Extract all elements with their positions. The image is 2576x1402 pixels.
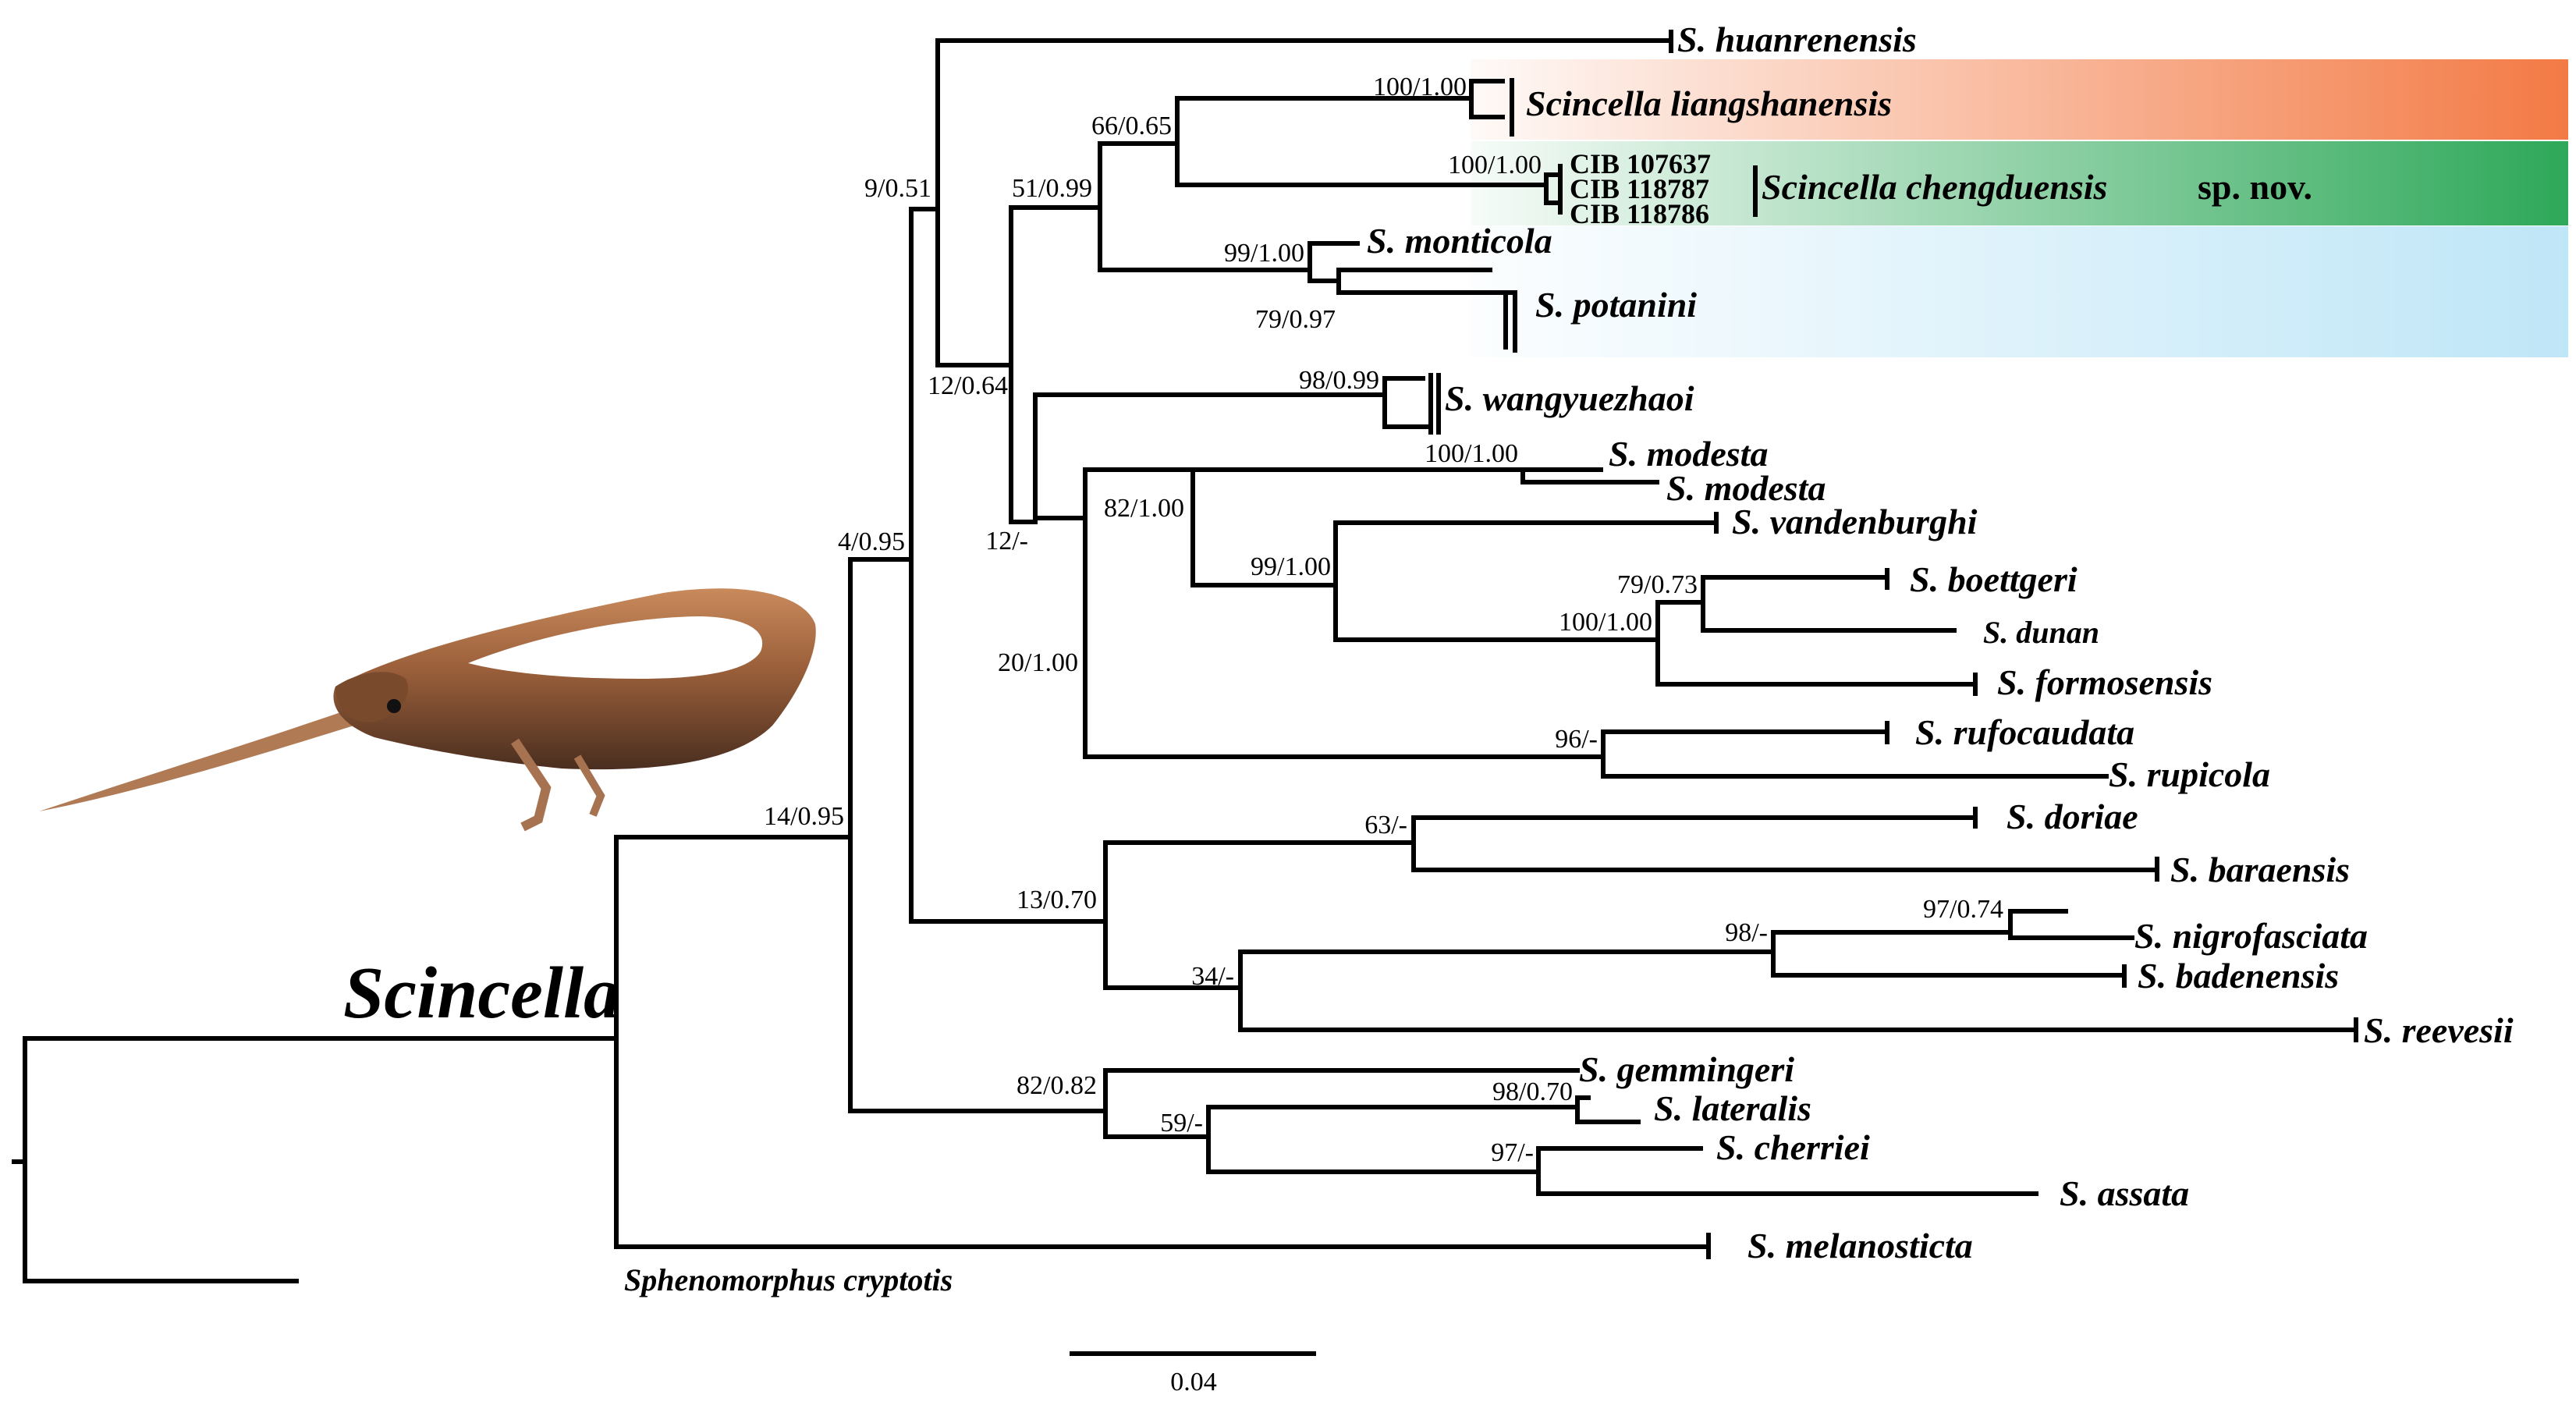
tip-cib-107637: CIB 107637	[1570, 148, 1711, 179]
tip-dunan: S. dunan	[1983, 615, 2099, 650]
tip-reevesii: S. reevesii	[2364, 1010, 2514, 1050]
support-value: 34/-	[1191, 962, 1234, 991]
support-value: 100/1.00	[1559, 608, 1652, 637]
tree-branches	[12, 38, 2358, 1283]
support-value: 4/0.95	[838, 527, 905, 556]
support-value: 13/0.70	[1017, 886, 1097, 914]
tip-doriae: S. doriae	[2007, 797, 2138, 836]
support-value: 98/0.99	[1299, 366, 1379, 395]
support-value: 98/0.70	[1492, 1077, 1573, 1106]
support-value: 79/0.73	[1617, 570, 1698, 599]
tip-cib-118786: CIB 118786	[1570, 198, 1709, 229]
support-value: 100/1.00	[1448, 151, 1542, 179]
tip-cherriei: S. cherriei	[1716, 1127, 1870, 1167]
lizard-photo	[39, 588, 816, 832]
support-value: 82/1.00	[1104, 494, 1184, 523]
support-value: 97/0.74	[1923, 895, 2003, 924]
scale-label: 0.04	[1170, 1368, 1217, 1397]
support-value: 98/-	[1725, 918, 1768, 947]
highlight-liangshanensis	[1471, 59, 2568, 140]
support-value: 59/-	[1160, 1109, 1203, 1138]
support-value: 63/-	[1364, 811, 1407, 839]
support-value: 99/1.00	[1224, 239, 1304, 268]
support-value: 66/0.65	[1091, 112, 1172, 140]
tip-huanrenensis: S. huanrenensis	[1677, 20, 1917, 59]
tip-nigrofasciata: S. nigrofasciata	[2134, 916, 2368, 956]
tip-chengduensis: Scincella chengduensis	[1762, 167, 2107, 207]
support-value: 12/0.64	[928, 371, 1008, 400]
tip-cib-118787: CIB 118787	[1570, 173, 1709, 204]
tip-lateralis: S. lateralis	[1654, 1088, 1811, 1128]
support-value: 51/0.99	[1012, 174, 1092, 203]
support-value: 9/0.51	[864, 174, 931, 203]
support-value: 20/1.00	[998, 648, 1078, 677]
tip-rufocaudata: S. rufocaudata	[1915, 712, 2134, 752]
tip-rupicola: S. rupicola	[2109, 754, 2270, 794]
tip-liangshanensis: Scincella liangshanensis	[1526, 83, 1892, 123]
highlight-potanini	[1471, 226, 2568, 357]
support-value: 14/0.95	[764, 802, 844, 831]
support-value: 100/1.00	[1425, 439, 1518, 468]
support-value: 96/-	[1555, 725, 1598, 754]
highlight-chengduensis	[1471, 141, 2568, 225]
tip-modesta-2: S. modesta	[1666, 468, 1826, 508]
tip-monticola: S. monticola	[1367, 221, 1552, 261]
support-value: 99/1.00	[1251, 552, 1331, 581]
tip-baraensis: S. baraensis	[2170, 850, 2350, 889]
tip-badenensis: S. badenensis	[2138, 956, 2339, 996]
clade-bars	[1428, 30, 2358, 1259]
tip-potanini: S. potanini	[1535, 285, 1697, 325]
tip-assata: S. assata	[2060, 1173, 2189, 1213]
tip-melanosticta: S. melanosticta	[1747, 1226, 1973, 1265]
tip-boettgeri: S. boettgeri	[1910, 559, 2077, 599]
genus-label: Scincella	[343, 953, 620, 1034]
tip-gemmingeri: S. gemmingeri	[1579, 1049, 1794, 1089]
support-value: 97/-	[1491, 1138, 1534, 1167]
tip-chengduensis-sp-nov: sp. nov.	[2198, 167, 2312, 207]
tip-outgroup: Sphenomorphus cryptotis	[624, 1262, 953, 1297]
tip-modesta-1: S. modesta	[1609, 434, 1768, 474]
support-value: 12/-	[985, 527, 1028, 555]
support-value: 79/0.97	[1255, 305, 1336, 334]
tip-vandenburghi: S. vandenburghi	[1732, 502, 1978, 541]
support-value: 82/0.82	[1017, 1071, 1097, 1100]
tip-wangyuezhaoi: S. wangyuezhaoi	[1445, 378, 1694, 418]
tip-formosensis: S. formosensis	[1997, 662, 2212, 702]
support-value: 100/1.00	[1373, 73, 1467, 101]
